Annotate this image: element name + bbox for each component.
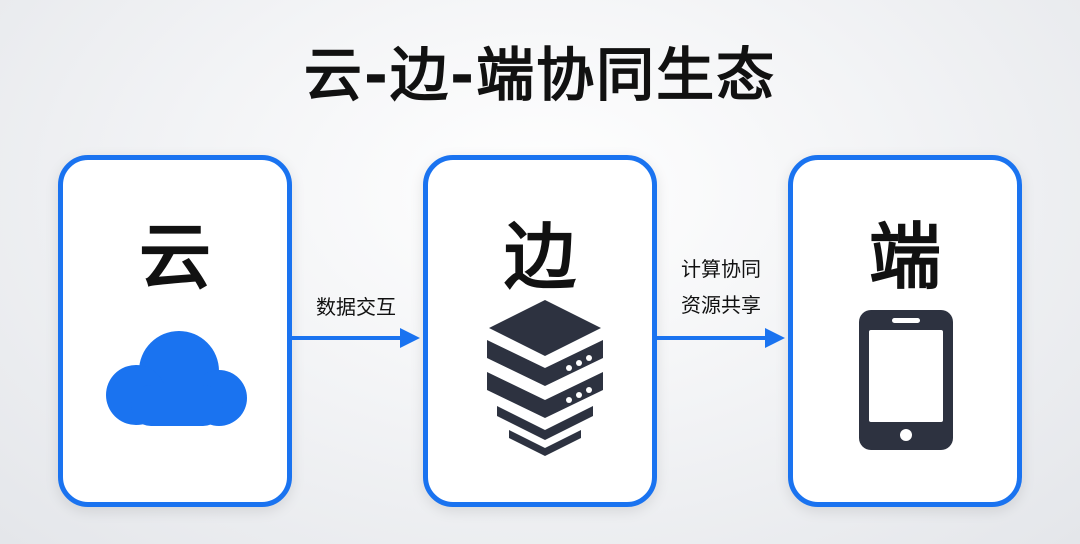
node-cloud-label: 云 [138,215,211,299]
link-cloud-to-edge: 数据交互 [292,280,424,360]
server-stack-icon [487,300,603,456]
arrow-head-icon [400,328,420,348]
arrow-line [292,336,402,340]
node-edge-label: 边 [503,215,576,299]
node-device: 端 [788,155,1022,507]
link-cloud-to-edge-label: 数据交互 [316,295,396,319]
node-device-label: 端 [868,215,941,299]
link-edge-to-device-label-line1: 计算协同 [681,257,761,281]
diagram-title: 云-边-端协同生态 [303,41,777,109]
arrow-head-icon [765,328,785,348]
node-cloud: 云 [58,155,292,507]
link-edge-to-device: 计算协同 资源共享 [657,250,789,360]
smartphone-icon [859,310,953,450]
node-edge: 边 [423,155,657,507]
arrow-line [657,336,767,340]
cloud-icon [106,331,247,426]
link-edge-to-device-label-line2: 资源共享 [681,293,761,317]
